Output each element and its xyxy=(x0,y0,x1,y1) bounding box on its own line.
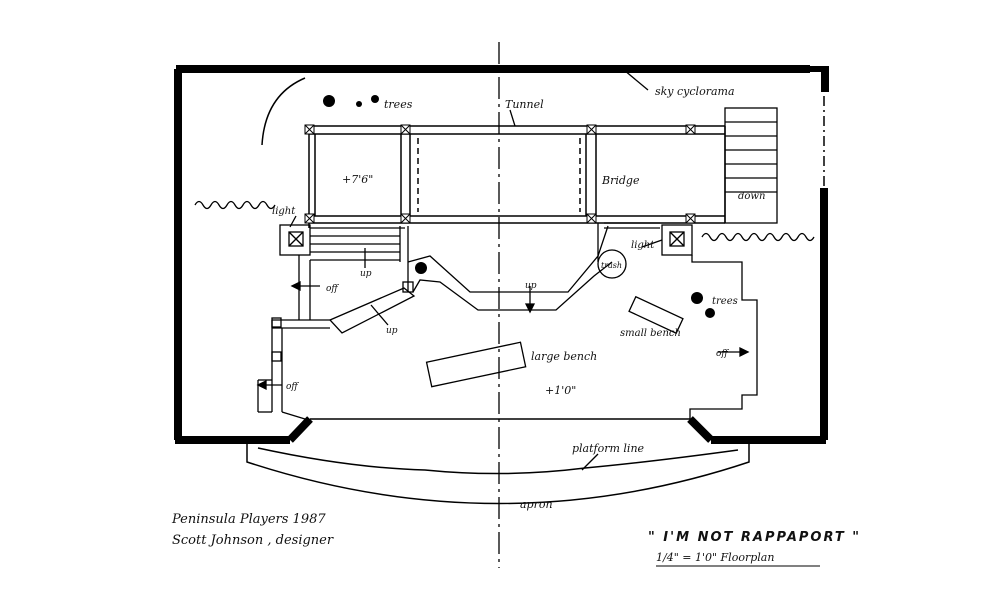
pillar-dot-left xyxy=(415,262,427,274)
stairs-up-left xyxy=(310,226,409,292)
label-light-right: light xyxy=(631,240,655,251)
label-off-right: off xyxy=(716,349,729,359)
label-off-lower-left: off xyxy=(286,382,299,392)
stage-left-walls xyxy=(257,255,330,420)
label-large-bench: large bench xyxy=(531,350,597,363)
label-trash: trash xyxy=(601,261,622,270)
label-bridge: Bridge xyxy=(601,174,640,187)
label-off-upper-left: off xyxy=(326,284,339,294)
label-level-lower: +1'0" xyxy=(545,384,576,397)
stairs-down xyxy=(724,107,778,224)
label-tunnel: Tunnel xyxy=(505,98,544,111)
light-tower-right xyxy=(661,224,693,256)
show-title: " I'M NOT RAPPAPORT " xyxy=(648,530,861,545)
label-down: down xyxy=(738,191,765,202)
center-ramp xyxy=(328,222,660,334)
arrows xyxy=(256,69,750,471)
label-apron: apron xyxy=(520,498,553,511)
wavy-masking-right xyxy=(701,232,815,242)
stage-walls xyxy=(174,65,829,444)
small-bench-prop xyxy=(628,295,684,335)
label-trees-right: trees xyxy=(712,296,738,307)
credit-designer: Scott Johnson , designer xyxy=(172,533,334,548)
light-tower-left xyxy=(279,224,311,256)
label-platform-line: platform line xyxy=(572,442,645,455)
trees-upstage xyxy=(323,95,379,107)
label-small-bench: small bench xyxy=(620,328,681,339)
trees-downstage-right xyxy=(691,292,715,318)
label-level-upper: +7'6" xyxy=(342,173,373,186)
label-trees-top: trees xyxy=(384,98,413,111)
stage-right-walls xyxy=(689,255,758,419)
upper-platform xyxy=(308,125,726,228)
label-up-left-stairs: up xyxy=(360,269,372,279)
label-sky-cyclorama: sky cyclorama xyxy=(655,85,735,98)
credit-company: Peninsula Players 1987 xyxy=(171,512,326,527)
drawing-scale: 1/4" = 1'0" Floorplan xyxy=(656,551,774,564)
apron-outline xyxy=(246,418,750,505)
cyclorama-curve xyxy=(261,77,306,146)
label-up-center: up xyxy=(525,281,537,291)
label-up-ramp: up xyxy=(386,326,398,336)
large-bench-prop xyxy=(425,341,527,388)
wavy-masking-left xyxy=(194,200,276,210)
trash-can xyxy=(597,249,627,279)
label-light-left: light xyxy=(272,206,296,217)
column-posts xyxy=(304,124,696,224)
